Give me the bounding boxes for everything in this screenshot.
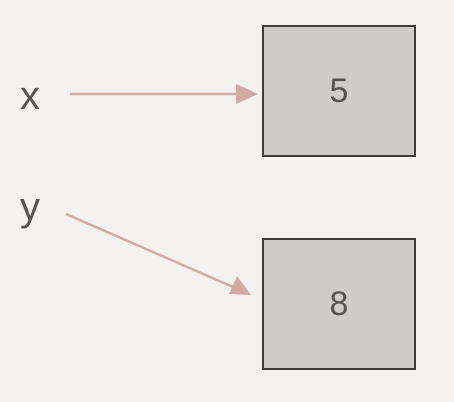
variable-label-y: y	[20, 185, 40, 229]
arrow-x-to-value	[70, 84, 258, 104]
value-text-y: 8	[329, 284, 349, 323]
variable-label-x: x	[20, 74, 40, 118]
arrow-y-to-value	[65, 212, 251, 295]
value-box-y: 8	[262, 238, 416, 370]
value-box-x: 5	[262, 25, 416, 157]
value-text-x: 5	[329, 71, 349, 110]
